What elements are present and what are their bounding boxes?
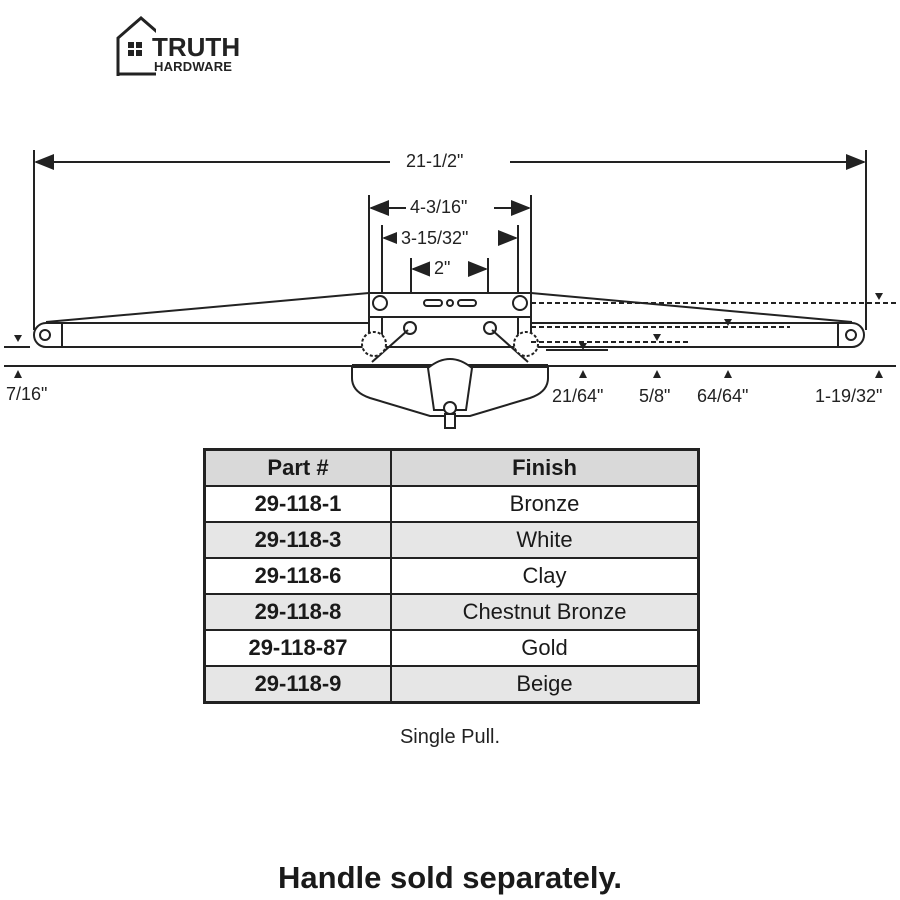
part-number: 29-118-1 — [203, 485, 392, 523]
finish: Chestnut Bronze — [390, 593, 700, 631]
operator-diagram-svg — [4, 150, 896, 429]
parts-finish-table: Part # Finish 29-118-1 Bronze 29-118-3 W… — [203, 448, 700, 704]
right-arm — [530, 292, 865, 348]
part-number: 29-118-8 — [203, 593, 392, 631]
table-row: 29-118-87 Gold — [203, 629, 700, 667]
dim-hole-spacing: 3-15/32" — [397, 228, 473, 248]
truth-hardware-logo: TRUTH HARDWARE — [116, 16, 266, 78]
table-row: 29-118-6 Clay — [203, 557, 700, 595]
table-header-row: Part # Finish — [203, 448, 700, 487]
table-row: 29-118-8 Chestnut Bronze — [203, 593, 700, 631]
part-number: 29-118-3 — [203, 521, 392, 559]
finish: Gold — [390, 629, 700, 667]
finish: Bronze — [390, 485, 700, 523]
table-row: 29-118-1 Bronze — [203, 485, 700, 523]
caption-single-pull: Single Pull. — [399, 726, 501, 748]
dim-offset-3: 64/64" — [697, 386, 749, 406]
dim-overall-length: 21-1/2" — [402, 151, 468, 171]
mounting-plate — [361, 292, 539, 363]
header-finish: Finish — [390, 448, 700, 487]
operator-base — [351, 358, 549, 429]
part-number: 29-118-87 — [203, 629, 392, 667]
dim-offset-1: 21/64" — [552, 386, 604, 406]
dim-offset-2: 5/8" — [639, 386, 671, 406]
operator-drawing: 21-1/2" 4-3/16" 3-15/32" 2" 7/16" 21/64"… — [0, 130, 900, 440]
dim-center-spacing: 2" — [430, 258, 455, 278]
dim-mount-width: 4-3/16" — [406, 197, 472, 217]
left-arm — [33, 292, 370, 348]
part-number: 29-118-9 — [203, 665, 392, 704]
finish: Clay — [390, 557, 700, 595]
part-number: 29-118-6 — [203, 557, 392, 595]
logo-brand: TRUTH — [152, 32, 241, 62]
dim-overall-height: 1-19/32" — [815, 386, 883, 406]
footer-note: Handle sold separately. — [278, 860, 622, 895]
header-part-number: Part # — [203, 448, 392, 487]
logo-subtitle: HARDWARE — [154, 59, 233, 74]
table-row: 29-118-3 White — [203, 521, 700, 559]
dim-left-arm-height: 7/16" — [6, 384, 48, 404]
finish: Beige — [390, 665, 700, 704]
finish: White — [390, 521, 700, 559]
house-window-icon — [116, 16, 156, 76]
table-row: 29-118-9 Beige — [203, 665, 700, 704]
